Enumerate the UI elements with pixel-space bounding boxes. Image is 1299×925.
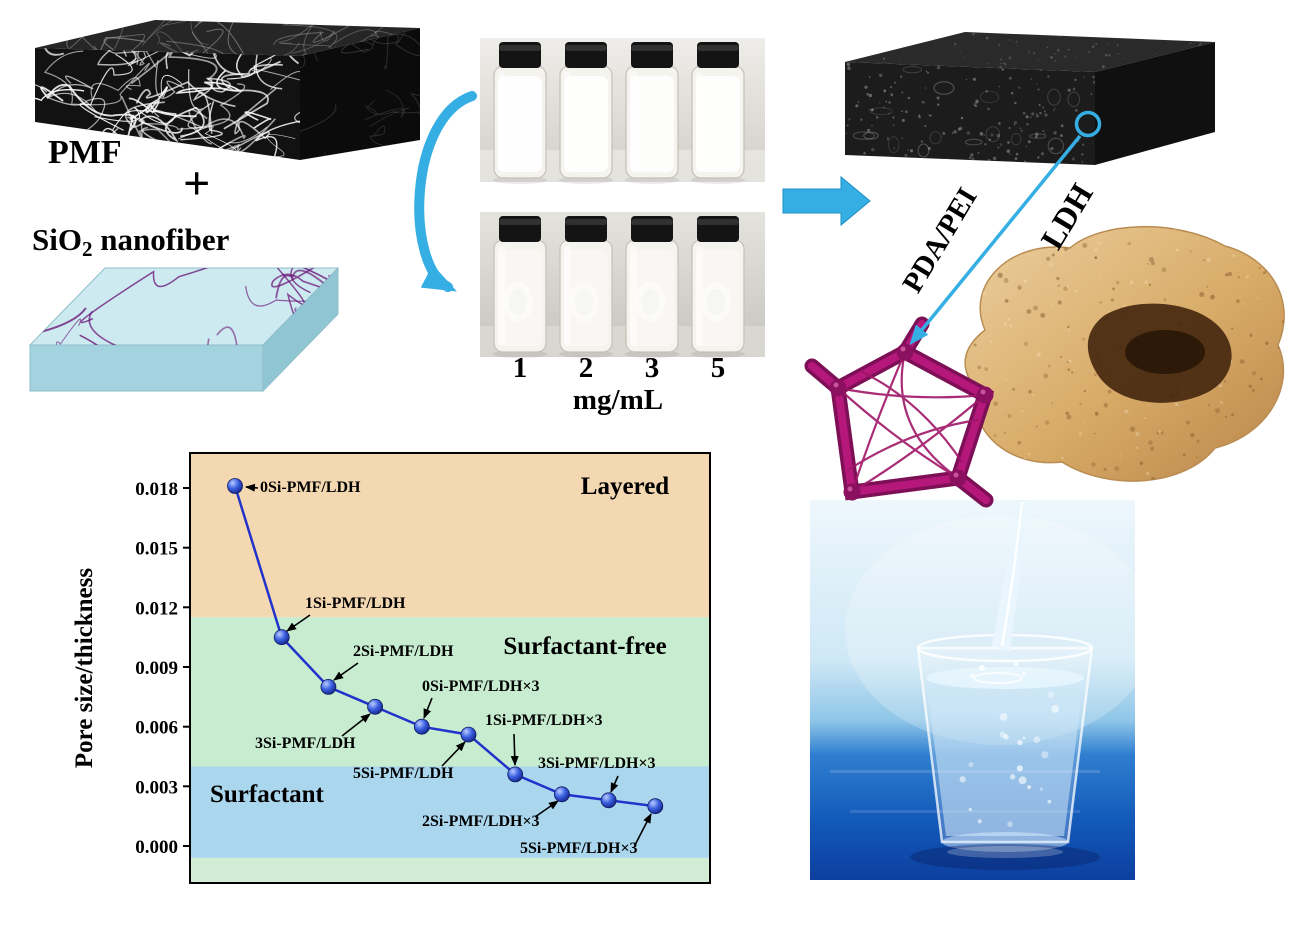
y-tick-label: 0.015 — [135, 539, 178, 560]
ldh-network — [804, 316, 995, 508]
sio2-prefix: SiO — [32, 222, 82, 257]
sio2-subscript: 2 — [81, 237, 93, 261]
data-point — [460, 726, 477, 743]
data-point — [600, 792, 617, 809]
vial-photo-bottom — [480, 212, 765, 358]
data-line — [233, 485, 656, 808]
vial — [493, 216, 547, 358]
data-point-label: 2Si-PMF/LDH×3 — [422, 813, 540, 830]
data-point-label: 5Si-PMF/LDH×3 — [520, 840, 638, 857]
region-label: Surfactant — [210, 781, 325, 808]
concentration-label-1: 1 — [512, 352, 528, 384]
data-point-label: 5Si-PMF/LDH — [353, 765, 454, 782]
coating-arrow — [909, 134, 1082, 346]
magnifier-circle-icon — [1074, 110, 1102, 138]
annotation-arrow — [534, 800, 559, 818]
data-point-label: 1Si-PMF/LDH — [305, 595, 406, 612]
data-point — [227, 478, 243, 494]
annotation-arrow — [341, 713, 371, 737]
pmf-label: PMF — [48, 134, 122, 171]
data-point-label: 2Si-PMF/LDH — [353, 643, 454, 660]
vial — [559, 42, 613, 184]
region-label: Surfactant-free — [503, 633, 666, 660]
sio2-nanofiber-label: SiO2 nanofiber — [32, 222, 229, 262]
vial — [625, 42, 679, 184]
data-point — [507, 766, 524, 783]
annotation-arrow — [441, 741, 466, 767]
pmf-block-front-face — [35, 48, 300, 160]
data-point — [367, 698, 384, 715]
plus-sign: + — [183, 157, 211, 210]
chart-band-2 — [190, 766, 710, 858]
sio2-suffix: nanofiber — [92, 222, 230, 257]
coated-block-front-face — [845, 62, 1095, 165]
data-point — [553, 786, 570, 803]
concentration-unit: mg/mL — [572, 384, 664, 416]
vial — [493, 42, 547, 184]
vial — [691, 216, 745, 358]
annotation-arrow — [510, 733, 519, 766]
chart-band-0 — [190, 453, 710, 618]
sio2-nanofiber-slab — [28, 266, 340, 393]
y-axis-label: Pore size/thickness — [71, 568, 98, 768]
chart-band-3 — [190, 857, 710, 883]
water-stream — [970, 500, 1030, 684]
data-point — [320, 678, 337, 695]
y-tick-label: 0.000 — [135, 837, 178, 858]
data-point-label: 0Si-PMF/LDH — [260, 479, 361, 496]
pmf-block-side-face — [300, 28, 420, 160]
concentration-label-2: 2 — [578, 352, 594, 384]
annotation-arrow — [634, 813, 652, 846]
data-point — [647, 798, 664, 815]
data-point-label: 0Si-PMF/LDH×3 — [422, 678, 540, 695]
y-tick-label: 0.012 — [135, 598, 178, 619]
vial — [691, 42, 745, 184]
y-tick-label: 0.018 — [135, 479, 178, 500]
concentration-label-3: 3 — [644, 352, 660, 384]
slab-side-face — [262, 266, 339, 393]
data-point-label: 3Si-PMF/LDH — [255, 735, 356, 752]
data-point-label: 1Si-PMF/LDH×3 — [485, 712, 603, 729]
y-tick-label: 0.009 — [135, 658, 178, 679]
annotation-arrow — [245, 483, 259, 492]
annotation-arrow — [610, 775, 619, 793]
y-tick-label: 0.006 — [135, 718, 178, 739]
y-tick-label: 0.003 — [135, 777, 178, 798]
vial — [625, 216, 679, 358]
process-right-arrow — [782, 175, 871, 227]
annotation-arrow — [423, 697, 433, 719]
data-point-label: 3Si-PMF/LDH×3 — [538, 755, 656, 772]
annotation-arrow — [333, 662, 359, 681]
mixing-curved-arrow — [414, 91, 477, 292]
sponge-membrane — [964, 226, 1285, 482]
annotation-arrow — [286, 614, 311, 632]
vial-photo-top — [480, 38, 765, 184]
region-label: Layered — [581, 473, 670, 500]
coated-block-side-face — [1095, 42, 1215, 165]
coated-foam-block — [845, 32, 1215, 165]
data-point — [273, 629, 290, 646]
vial — [559, 216, 613, 358]
concentration-label-5: 5 — [710, 352, 726, 384]
water-glass — [910, 633, 1100, 870]
coated-block-top-face — [845, 32, 1215, 72]
slab-front-face — [29, 344, 264, 392]
data-point — [413, 718, 430, 735]
pmf-block-top-face — [35, 20, 420, 56]
water-photo — [810, 500, 1155, 880]
